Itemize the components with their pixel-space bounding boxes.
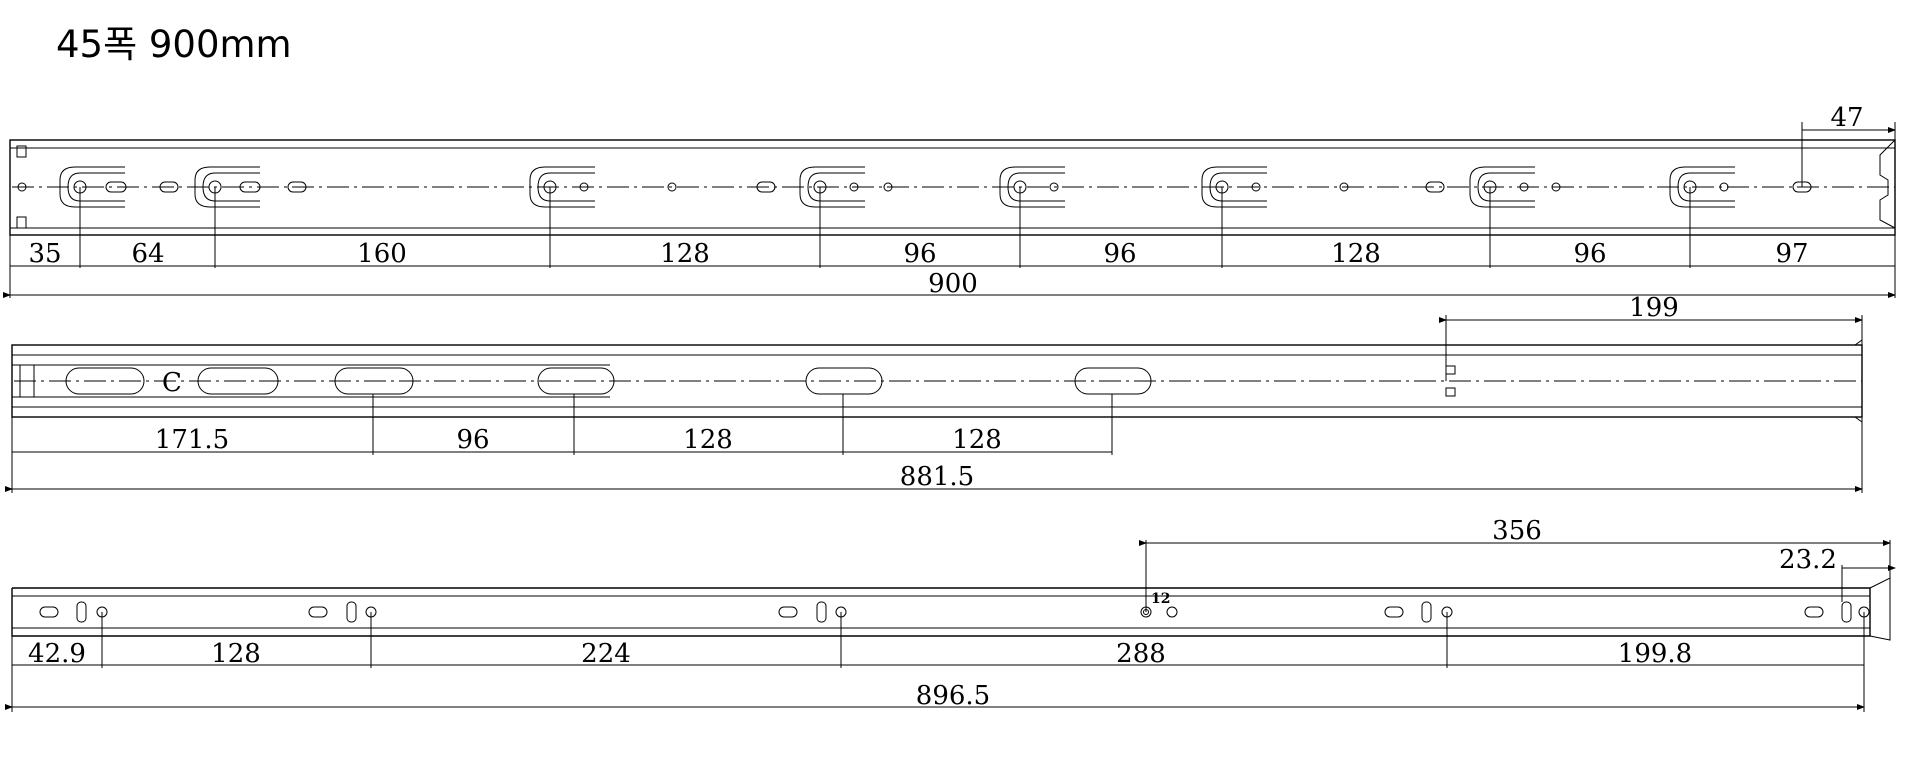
dim-160: 160 — [357, 239, 407, 269]
dim-97: 97 — [1775, 239, 1808, 269]
dim-128-bot: 128 — [211, 639, 261, 669]
top-rail: 35 64 160 128 96 96 128 96 97 900 47 — [3, 103, 1896, 299]
dim-total-900: 900 — [928, 269, 978, 299]
dim-96-mid: 96 — [456, 425, 489, 455]
dim-96c: 96 — [1573, 239, 1606, 269]
dim-35: 35 — [28, 239, 61, 269]
dim-47: 47 — [1830, 103, 1863, 133]
dim-total-896-5: 896.5 — [916, 681, 990, 711]
dim-128: 128 — [660, 239, 710, 269]
dim-96b: 96 — [1103, 239, 1136, 269]
dim-128-mid: 128 — [683, 425, 733, 455]
dim-23-2: 23.2 — [1779, 545, 1837, 575]
hole-label-12: 12 — [1151, 591, 1170, 607]
label-c: C — [162, 368, 182, 398]
bottom-rail-outline — [11, 587, 1871, 637]
dim-171-5: 171.5 — [155, 425, 229, 455]
drawing-title: 45폭 900mm — [56, 23, 292, 66]
dim-128b: 128 — [1331, 239, 1381, 269]
dim-96: 96 — [903, 239, 936, 269]
dim-224: 224 — [581, 639, 631, 669]
dim-356: 356 — [1492, 516, 1542, 546]
dim-199-8: 199.8 — [1618, 639, 1692, 669]
bottom-rail: 12 42.9 128 224 288 199.8 896.5 356 23.2 — [5, 516, 1896, 712]
middle-rail: C 171.5 96 128 128 881.5 199 — [5, 293, 1863, 493]
top-rail-end-profile — [1879, 139, 1896, 229]
top-rail-end-notch — [16, 145, 27, 158]
dim-64: 64 — [131, 239, 164, 269]
dim-42-9: 42.9 — [28, 639, 86, 669]
dim-288: 288 — [1116, 639, 1166, 669]
dim-128-mid-b: 128 — [952, 425, 1002, 455]
dim-total-881-5: 881.5 — [900, 462, 974, 492]
dim-199: 199 — [1629, 293, 1679, 323]
